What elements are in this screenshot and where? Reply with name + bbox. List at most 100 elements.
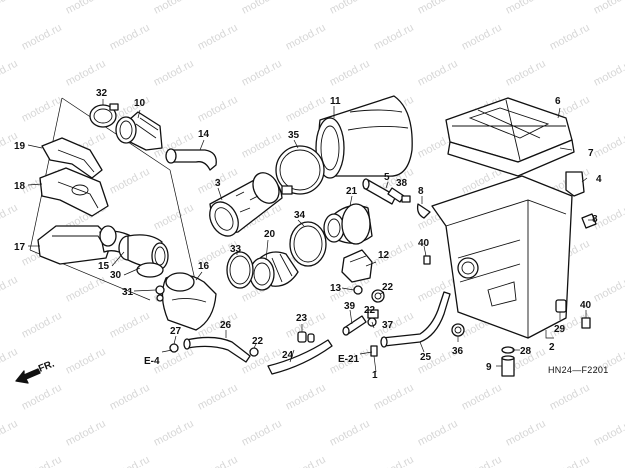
watermark-text: motod.ru <box>328 0 372 17</box>
air-cleaner-case <box>431 175 573 339</box>
callout-7: 7 <box>588 148 594 159</box>
callout-36: 36 <box>452 346 464 357</box>
callout-22c: 22 <box>252 336 264 347</box>
watermark-text: motod.ru <box>372 382 416 413</box>
part-1-bolt <box>370 345 378 357</box>
watermark-text: motod.ru <box>152 202 196 233</box>
callout-34: 34 <box>294 210 306 221</box>
part-4-bracket <box>565 171 585 197</box>
callout-40a: 40 <box>418 238 430 249</box>
watermark-text: motod.ru <box>504 58 548 89</box>
watermark-text: motod.ru <box>284 22 328 53</box>
watermark-text: motod.ru <box>108 166 152 197</box>
watermark-text: motod.ru <box>152 418 196 449</box>
callout-31: 31 <box>122 287 134 298</box>
part-8-bolt <box>416 203 431 219</box>
watermark-text: motod.ru <box>0 0 20 17</box>
callout-26: 26 <box>220 320 232 331</box>
callout-10: 10 <box>134 98 146 109</box>
part-12-sensor <box>341 249 373 283</box>
callout-3: 3 <box>215 178 221 189</box>
part-18-duct-cover <box>39 167 109 217</box>
callout-15: 15 <box>98 261 110 272</box>
watermark-text: motod.ru <box>64 418 108 449</box>
part-3-filter-element <box>209 172 283 237</box>
callout-14: 14 <box>198 129 210 140</box>
watermark-text: motod.ru <box>64 58 108 89</box>
callout-16: 16 <box>198 261 210 272</box>
callout-32: 32 <box>96 88 108 99</box>
watermark-text: motod.ru <box>592 274 625 305</box>
part-25-breather-tube <box>380 291 451 348</box>
callout-21: 21 <box>346 186 358 197</box>
ref-label-e21: E-21 <box>338 354 360 365</box>
watermark-text: motod.ru <box>0 202 20 233</box>
watermark-text: motod.ru <box>0 274 20 305</box>
front-arrow-icon <box>15 368 41 384</box>
callout-28: 28 <box>520 346 532 357</box>
watermark-text: motod.ru <box>240 418 284 449</box>
callout-30: 30 <box>110 270 122 281</box>
diagram-code: HN24—F2201 <box>548 365 609 375</box>
callout-22b: 22 <box>364 305 376 316</box>
callout-17: 17 <box>14 242 26 253</box>
watermark-text: motod.ru <box>284 382 328 413</box>
watermark-text: motod.ru <box>460 454 504 468</box>
part-34-clamp <box>289 221 327 267</box>
watermark-text: motod.ru <box>240 58 284 89</box>
callout-11: 11 <box>330 96 341 107</box>
watermark-text: motod.ru <box>196 22 240 53</box>
part-7-cover-rim <box>447 139 575 177</box>
watermark-text: motod.ru <box>0 346 20 377</box>
part-35-clamp <box>275 145 325 195</box>
part-21-connecting-tube <box>323 203 373 245</box>
part-10-intake-boot <box>115 111 163 151</box>
callout-38: 38 <box>396 178 408 189</box>
watermark-text: motod.ru <box>108 382 152 413</box>
watermark-text: motod.ru <box>0 418 20 449</box>
callout-1: 1 <box>372 370 378 381</box>
watermark-text: motod.ru <box>548 22 592 53</box>
leader-lines <box>27 99 592 373</box>
watermark-text: motod.ru <box>240 0 284 17</box>
callout-23: 23 <box>296 313 308 324</box>
callout-39: 39 <box>344 301 356 312</box>
callout-4: 4 <box>596 174 602 185</box>
front-label: FR. <box>37 358 56 374</box>
callout-18: 18 <box>14 181 26 192</box>
callout-6: 6 <box>555 96 561 107</box>
part-40-bolt <box>423 255 591 329</box>
watermark-text: motod.ru <box>372 22 416 53</box>
watermark-text: motod.ru <box>64 274 108 305</box>
part-9-drain-plug <box>501 355 515 377</box>
watermark-text: motod.ru <box>20 22 64 53</box>
watermark-text: motod.ru <box>196 382 240 413</box>
watermark-text: motod.ru <box>196 454 240 468</box>
watermark-text: motod.ru <box>592 418 625 449</box>
watermark-text: motod.ru <box>460 22 504 53</box>
callout-8b: 8 <box>592 214 598 225</box>
callout-8: 8 <box>418 186 424 197</box>
callout-22a: 22 <box>382 282 394 293</box>
watermark-text: motod.ru <box>108 454 152 468</box>
callout-9: 9 <box>486 362 492 373</box>
watermark-text: motod.ru <box>460 382 504 413</box>
watermark-text: motod.ru <box>548 382 592 413</box>
watermark-text: motod.ru <box>416 418 460 449</box>
callout-19: 19 <box>14 141 26 152</box>
part-31-bolt <box>155 285 165 302</box>
watermark-text: motod.ru <box>196 94 240 125</box>
watermark-text: motod.ru <box>328 58 372 89</box>
callout-40b: 40 <box>580 300 592 311</box>
watermark-text: motod.ru <box>0 58 20 89</box>
watermark-text: motod.ru <box>372 454 416 468</box>
part-26-tube <box>183 336 251 363</box>
watermark-text: motod.ru <box>152 0 196 17</box>
watermark-text: motod.ru <box>592 58 625 89</box>
part-39-tube <box>342 315 367 336</box>
callout-29: 29 <box>554 324 566 335</box>
watermark-text: motod.ru <box>548 454 592 468</box>
part-36-drain-plug <box>451 323 465 337</box>
callout-5: 5 <box>384 172 390 183</box>
watermark-text: motod.ru <box>20 382 64 413</box>
